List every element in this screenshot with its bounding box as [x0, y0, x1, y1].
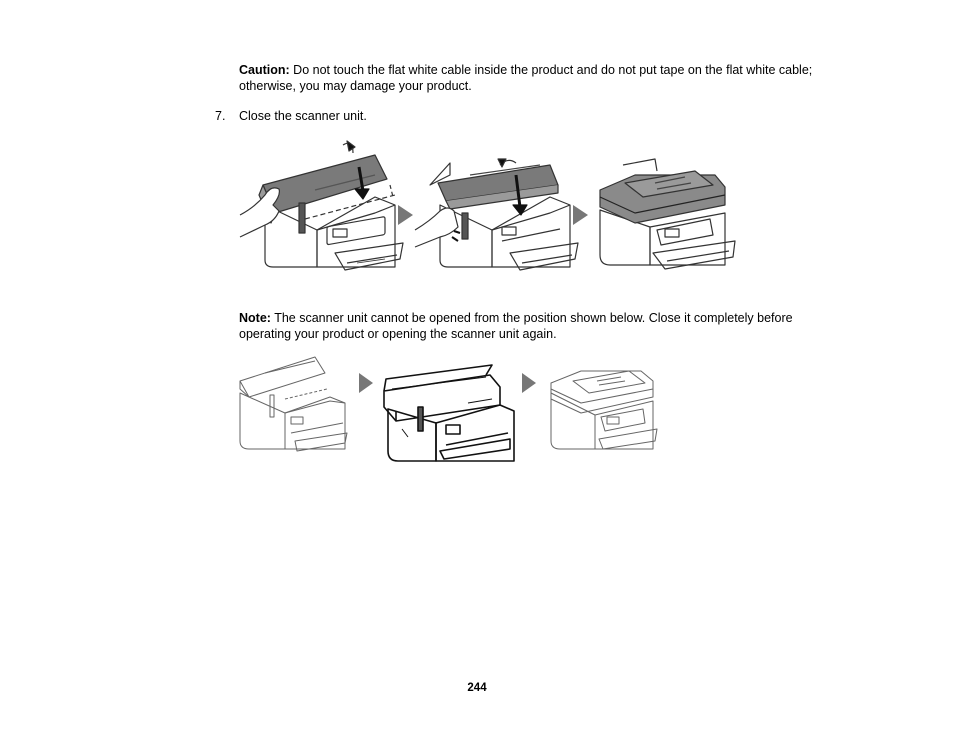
step-7: 7. Close the scanner unit.: [215, 108, 367, 124]
panel-3-printer-closed: [599, 158, 736, 270]
panel-b-scanner-position: [383, 364, 515, 462]
note-label: Note:: [239, 311, 271, 325]
next-arrow-icon: [359, 373, 373, 393]
panel-c-scanner-closed: [550, 370, 658, 450]
panel-2-printer-closing: [414, 158, 579, 271]
caution-label: Caution:: [239, 63, 290, 77]
caution-text: Do not touch the flat white cable inside…: [239, 63, 813, 93]
note-paragraph: Note: The scanner unit cannot be opened …: [239, 310, 839, 342]
next-arrow-icon: [522, 373, 536, 393]
panel-1-printer-open: [239, 140, 404, 271]
note-text: The scanner unit cannot be opened from t…: [239, 311, 793, 341]
scanner-position-illustration: [239, 356, 658, 462]
next-arrow-icon: [398, 205, 413, 225]
panel-a-scanner-half-open: [239, 356, 348, 452]
next-arrow-icon: [573, 205, 588, 225]
step-number: 7.: [215, 109, 226, 123]
step-text: Close the scanner unit.: [239, 109, 367, 123]
page-number: 244: [467, 682, 487, 694]
caution-paragraph: Caution: Do not touch the flat white cab…: [239, 62, 829, 94]
close-scanner-illustration: [239, 140, 736, 271]
